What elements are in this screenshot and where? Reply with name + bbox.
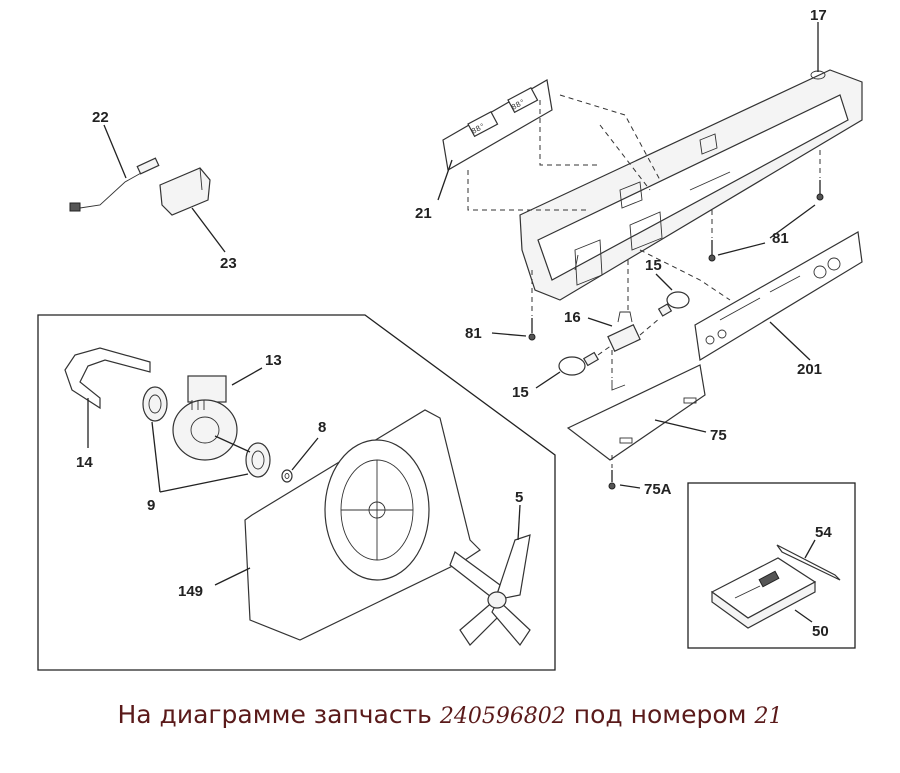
fan-assembly-frame: [37, 314, 556, 671]
leader-81-left: [491, 332, 527, 337]
callout-75: 75: [710, 427, 727, 444]
callout-8: 8: [318, 419, 326, 436]
callout-21: 21: [415, 205, 432, 222]
callout-81-left: 81: [465, 325, 482, 342]
caption-prefix: На диаграмме запчасть: [117, 700, 432, 729]
parts-diagram: 17 88° 88° 21 81 81 201: [37, 7, 863, 671]
dash-16: [627, 260, 661, 336]
part-50-control-module: [710, 557, 817, 629]
leader-23: [191, 207, 226, 253]
leader-54: [804, 539, 816, 559]
callout-50: 50: [812, 623, 829, 640]
leader-149: [214, 567, 251, 586]
part-15-bulb-left: [558, 351, 600, 376]
caption-middle: под номером: [573, 700, 747, 729]
part-54-strip: [776, 544, 841, 581]
part-22-wire-harness: [69, 157, 160, 212]
screw-75A: [608, 470, 616, 490]
callout-75A: 75A: [644, 481, 672, 498]
callout-15-right: 15: [645, 257, 662, 274]
part-21-display-board: 88° 88°: [442, 79, 553, 171]
callout-16: 16: [564, 309, 581, 326]
leader-50: [794, 609, 813, 623]
callout-201: 201: [797, 361, 822, 378]
callout-14: 14: [76, 454, 93, 471]
callout-5: 5: [515, 489, 523, 506]
callout-149: 149: [178, 583, 203, 600]
part-5-fan-blade: [449, 534, 531, 646]
part-14-bracket: [64, 347, 151, 410]
caption: На диаграмме запчасть 240596802 под номе…: [0, 700, 900, 729]
leader-9: [151, 421, 249, 493]
part-16-socket: [607, 311, 641, 352]
screw-81-left: [528, 318, 536, 341]
dash-201: [639, 249, 731, 301]
screw-81-right: [816, 180, 824, 201]
part-201-overlay-panel: [694, 231, 863, 361]
part-17-control-housing: [519, 69, 863, 301]
leader-22: [103, 124, 127, 179]
part-149-fan-shroud: [244, 409, 481, 641]
leader-15-left: [535, 371, 561, 389]
callout-15-left: 15: [512, 384, 529, 401]
leader-21: [437, 159, 453, 201]
leader-75A: [619, 484, 641, 489]
part-8-washer: [281, 469, 293, 483]
part-75-light-cover: [566, 364, 706, 461]
leader-15-right: [655, 273, 673, 291]
part-23-lamp-cover: [159, 167, 211, 216]
leader-201: [769, 321, 811, 361]
part-13-fan-motor: [172, 375, 251, 461]
callout-9: 9: [147, 497, 155, 514]
callout-22: 22: [92, 109, 109, 126]
caption-part-number: 240596802: [439, 704, 566, 729]
part-15-bulb-right: [657, 291, 690, 317]
caption-callout-number: 21: [754, 704, 783, 729]
leader-81-right: [769, 204, 816, 239]
leader-75: [654, 419, 707, 433]
inset-frame: [687, 482, 856, 649]
leader-16: [587, 317, 613, 327]
leader-13: [231, 367, 263, 386]
dash-21: [467, 94, 661, 211]
leader-5: [517, 504, 521, 541]
part-9-grommet-right: [245, 442, 271, 478]
leader-8: [291, 437, 319, 471]
callout-13: 13: [265, 352, 282, 369]
leader-81-mid: [717, 242, 766, 256]
dash-15-left: [597, 344, 613, 356]
part-9-grommet-left: [142, 386, 168, 422]
screw-81-mid: [708, 240, 716, 262]
callout-54: 54: [815, 524, 832, 541]
callout-23: 23: [220, 255, 237, 272]
callout-81-right: 81: [772, 230, 789, 247]
callout-17: 17: [810, 7, 827, 24]
